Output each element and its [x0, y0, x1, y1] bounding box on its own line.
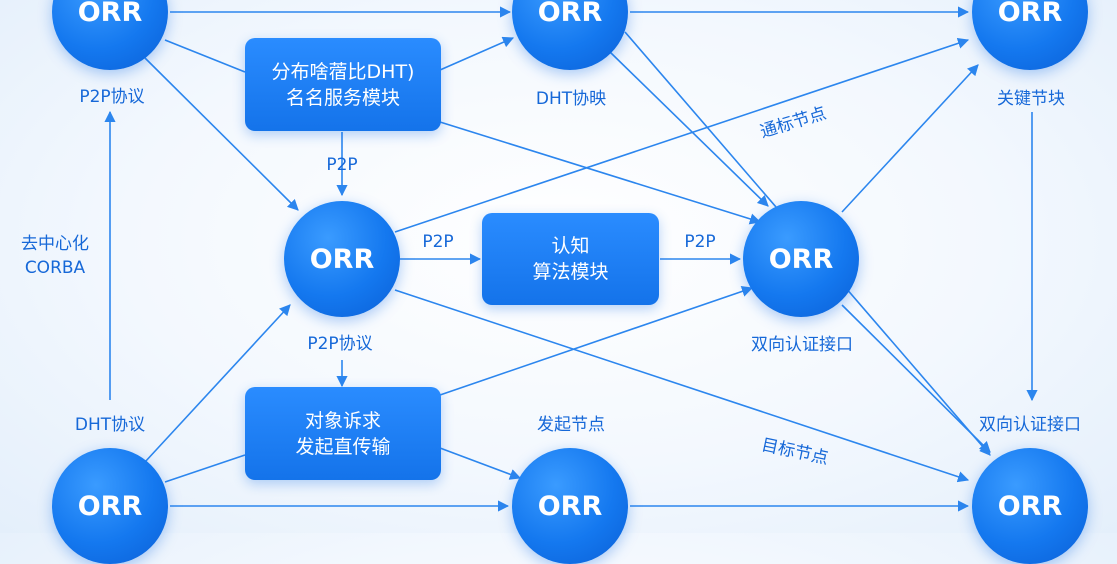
- edge-center-to-bottom-right: [394, 289, 970, 483]
- orr-node-center[interactable]: ORR: [284, 201, 400, 317]
- edge-dht-box-to-mid-right: [439, 121, 762, 225]
- edge-request-box-to-mid-right: [439, 285, 754, 396]
- label-corba: CORBA: [24, 258, 86, 278]
- orr-node-mid-right[interactable]: ORR: [743, 201, 859, 317]
- label-p2p-protocol-top: P2P协议: [79, 87, 145, 107]
- node-label: ORR: [768, 243, 834, 275]
- label-bidirectional-auth-right: 双向认证接口: [979, 415, 1081, 435]
- box-line-1: 对象诉求: [304, 409, 381, 432]
- edge-dht-box-to-top-mid: [439, 36, 515, 71]
- label-decentralized: 去中心化: [21, 234, 89, 254]
- node-label: ORR: [309, 243, 375, 275]
- label-p2p-protocol-center: P2P协议: [307, 334, 373, 354]
- orr-node-bottom-left[interactable]: ORR: [52, 448, 168, 564]
- box-line-1: 分布啥蓿比DHT): [271, 60, 415, 83]
- edge-top-mid-to-mid-right: [609, 51, 769, 207]
- node-label: ORR: [537, 490, 603, 522]
- edge-mid-right-to-bottom-right: [841, 304, 991, 453]
- label-dht-protocol: DHT协议: [74, 415, 146, 435]
- edge-request-box-to-bottom-mid: [439, 447, 522, 480]
- box-line-2: 名名服务模块: [285, 86, 400, 109]
- node-label: ORR: [77, 0, 143, 28]
- node-label: ORR: [997, 490, 1063, 522]
- label-decentralized-corba: 去中心化 CORBA: [21, 232, 89, 280]
- node-label: ORR: [997, 0, 1063, 28]
- label-initiating-node: 发起节点: [537, 415, 605, 435]
- label-bidirectional-auth-mid: 双向认证接口: [751, 335, 853, 355]
- box-line-1: 认知: [551, 235, 590, 257]
- edge-center-to-top-right: [394, 37, 970, 233]
- label-p2p-down: P2P: [326, 155, 358, 175]
- edge-top-left-to-dht-box: [164, 39, 246, 73]
- box-line-2: 算法模块: [532, 261, 609, 283]
- label-p2p-left: P2P: [422, 232, 454, 252]
- node-label: ORR: [537, 0, 603, 28]
- node-label: ORR: [77, 490, 143, 522]
- cognitive-algorithm-box[interactable]: 认知 算法模块: [482, 213, 659, 305]
- edge-layer: [104, 6, 1038, 512]
- label-key-node: 关键节块: [997, 89, 1065, 109]
- edge-bottom-left-to-center: [144, 304, 291, 463]
- dht-naming-service-box[interactable]: 分布啥蓿比DHT) 名名服务模块: [245, 38, 441, 131]
- label-dht-mapping: DHT协映: [535, 89, 607, 109]
- label-p2p-right: P2P: [684, 232, 716, 252]
- edge-top-left-to-center: [144, 57, 299, 211]
- edge-mid-right-to-top-right: [841, 64, 979, 213]
- edge-bottom-left-to-request-box: [164, 454, 246, 483]
- orr-node-bottom-mid[interactable]: ORR: [512, 448, 628, 564]
- orr-node-bottom-right[interactable]: ORR: [972, 448, 1088, 564]
- box-line-2: 发起直传输: [295, 435, 391, 458]
- object-request-transfer-box[interactable]: 对象诉求 发起直传输: [245, 387, 441, 480]
- network-diagram: ORR ORR ORR ORR ORR ORR ORR ORR 分布啥蓿比DHT…: [21, 0, 1088, 564]
